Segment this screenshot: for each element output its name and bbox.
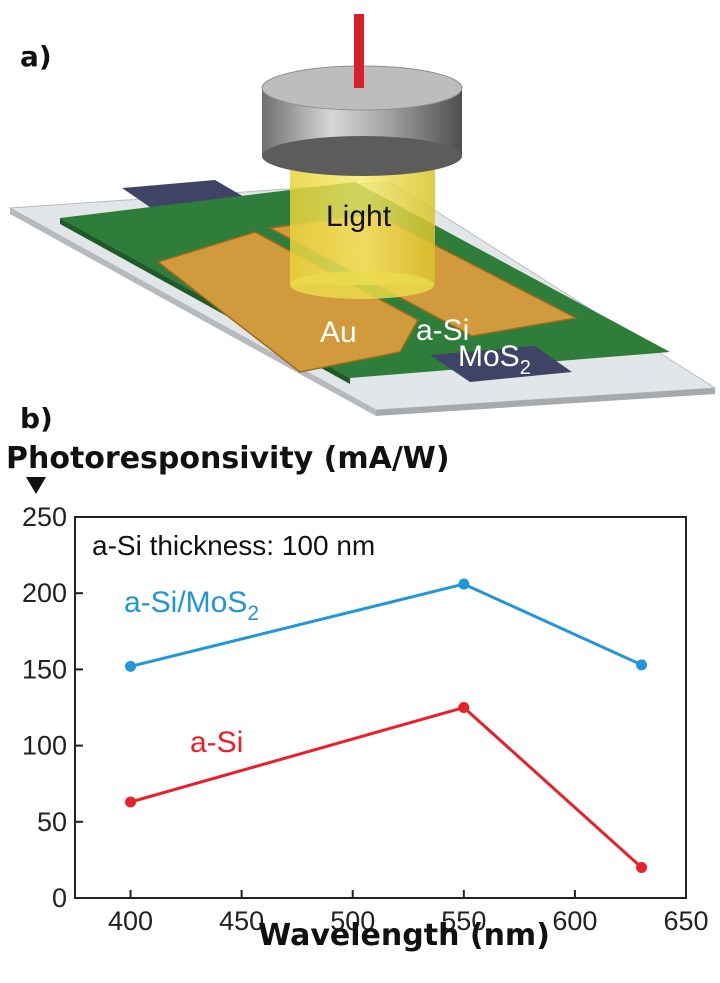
x-tick-label: 450 [219,906,264,936]
y-axis-label: Photoresponsivity (mA/W) [6,441,450,476]
substrate-edge-right [376,388,715,416]
x-tick-label: 500 [330,906,375,936]
y-tick-label: 200 [22,578,67,608]
mos2-label: MoS2 [458,340,531,379]
light-beam-bottom [290,271,434,299]
y-tick-label: 0 [52,883,67,913]
x-tick-label: 650 [663,906,708,936]
y-tick-label: 50 [37,807,67,837]
x-ticks: 400 450 500 550 600 650 [108,890,709,936]
series-point-0 [636,659,648,671]
series-point-0 [458,578,470,590]
asi-label: a-Si [416,314,469,347]
series-label-asi: a-Si [190,726,243,759]
series-point-1 [636,862,648,874]
light-label: Light [326,200,392,233]
laser-fiber [354,14,364,88]
y-tick-label: 100 [22,731,67,761]
series-label-asi-mos2: a-Si/MoS2 [124,586,259,625]
thickness-annotation: a-Si thickness: 100 nm [92,530,375,561]
mos2-strip-front [430,346,572,382]
au-label: Au [320,316,357,349]
x-axis-label: Wavelength (nm) [258,918,550,953]
panel-a-label: a) [20,40,52,73]
chart: b) Photoresponsivity (mA/W) 0 50 100 150 200… [6,402,709,953]
y-axis-arrow [26,477,46,494]
substrate-edge [10,208,376,416]
y-tick-label: 250 [22,502,67,532]
series-point-1 [458,702,470,713]
series-point-1 [125,796,137,808]
panel-b-label: b) [20,402,53,435]
y-tick-label: 150 [22,654,67,684]
x-tick-label: 600 [552,906,597,936]
device-schematic: a) Light Au a-Si MoS2 [8,14,717,416]
plot-frame [74,516,687,899]
au-electrode-left [156,231,420,373]
series-layer [125,578,648,874]
x-tick-label: 400 [108,906,153,936]
x-tick-label: 550 [441,906,486,936]
lens-bottom [262,136,462,176]
series-point-0 [125,660,137,672]
y-ticks: 0 50 100 150 200 250 [22,502,83,913]
